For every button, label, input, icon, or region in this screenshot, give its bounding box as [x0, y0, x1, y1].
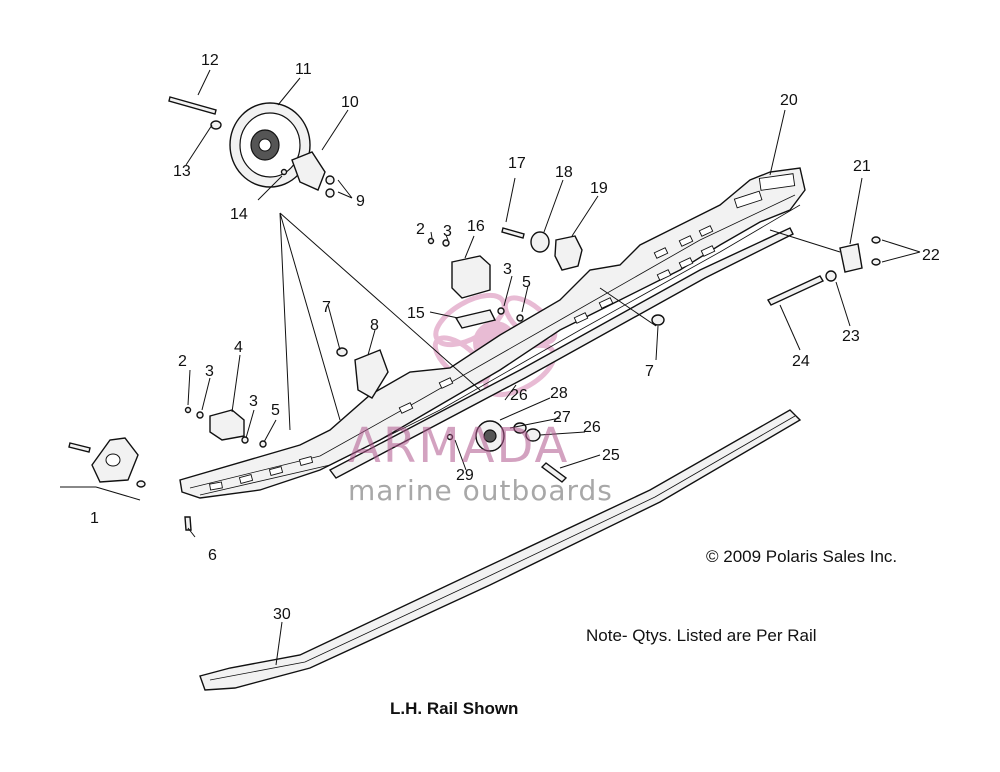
- bolt-25: [540, 462, 568, 483]
- label-8: 8: [370, 317, 379, 334]
- qty-note: Note- Qtys. Listed are Per Rail: [586, 626, 817, 645]
- rail-slots: [209, 173, 796, 491]
- label-23: 23: [842, 328, 860, 345]
- bushing-18: [530, 231, 550, 253]
- label-5b: 5: [522, 274, 531, 291]
- label-30: 30: [273, 606, 291, 623]
- label-18: 18: [555, 164, 573, 181]
- watermark-brand: ARMADA: [348, 418, 569, 474]
- label-26: 26: [510, 387, 528, 404]
- nut-9a: [325, 175, 335, 185]
- bracket-8: [354, 349, 389, 399]
- wear-strip: [199, 409, 802, 691]
- label-3d: 3: [503, 261, 512, 278]
- washer-7a: [336, 347, 348, 357]
- rail-lower-strip: [328, 227, 794, 479]
- leader-lines: [60, 69, 921, 666]
- label-7b: 7: [645, 363, 654, 380]
- label-20: 20: [780, 92, 798, 109]
- screw-22a: [871, 236, 881, 244]
- label-24: 24: [792, 353, 810, 370]
- block-16: [451, 255, 491, 299]
- label-2b: 2: [416, 221, 425, 238]
- label-14: 14: [230, 206, 248, 223]
- slide-rail: [179, 167, 806, 499]
- idler-bracket: [291, 151, 326, 191]
- label-7: 7: [322, 299, 331, 316]
- label-27: 27: [553, 409, 571, 426]
- bolt-24: [766, 275, 825, 306]
- label-16: 16: [467, 218, 485, 235]
- front-bolt: [68, 442, 91, 453]
- label-13: 13: [173, 163, 191, 180]
- label-10: 10: [341, 94, 359, 111]
- label-5: 5: [271, 402, 280, 419]
- idler-wheel: [229, 102, 311, 188]
- front-nut: [136, 480, 146, 488]
- idler-bolt: [168, 96, 217, 115]
- part-labels: 1 2 3 4 3 5 6 7 8 9 10 11 12 13 14 2 3 1…: [90, 52, 940, 623]
- label-6: 6: [208, 547, 217, 564]
- label-11: 11: [295, 61, 312, 78]
- screw-6: [184, 516, 192, 531]
- caption-text: L.H. Rail Shown: [390, 699, 518, 718]
- label-28: 28: [550, 385, 568, 402]
- bracket-15: [454, 309, 497, 329]
- label-9: 9: [356, 193, 365, 210]
- nut-9b: [325, 188, 335, 198]
- label-25: 25: [602, 447, 620, 464]
- label-3: 3: [205, 363, 214, 380]
- label-4: 4: [234, 339, 243, 356]
- nut-23: [825, 270, 837, 282]
- screw-22b: [871, 258, 881, 266]
- label-3c: 3: [443, 223, 452, 240]
- label-26b: 26: [583, 419, 601, 436]
- copyright-text: © 2009 Polaris Sales Inc.: [706, 547, 897, 566]
- label-22: 22: [922, 247, 940, 264]
- washer-7b: [651, 314, 665, 326]
- bracket-21: [839, 243, 863, 273]
- small-hardware: [184, 168, 524, 448]
- label-1: 1: [90, 510, 99, 527]
- idler-washer: [210, 120, 222, 130]
- label-17: 17: [508, 155, 526, 172]
- label-15: 15: [407, 305, 425, 322]
- watermark-tagline: marine outboards: [348, 474, 613, 507]
- bolt-17: [501, 227, 525, 239]
- label-19: 19: [590, 180, 608, 197]
- label-29: 29: [456, 467, 474, 484]
- label-21: 21: [853, 158, 871, 175]
- label-2: 2: [178, 353, 187, 370]
- label-12: 12: [201, 52, 219, 69]
- block-4: [209, 409, 245, 441]
- roller-19: [554, 235, 583, 271]
- label-3b: 3: [249, 393, 258, 410]
